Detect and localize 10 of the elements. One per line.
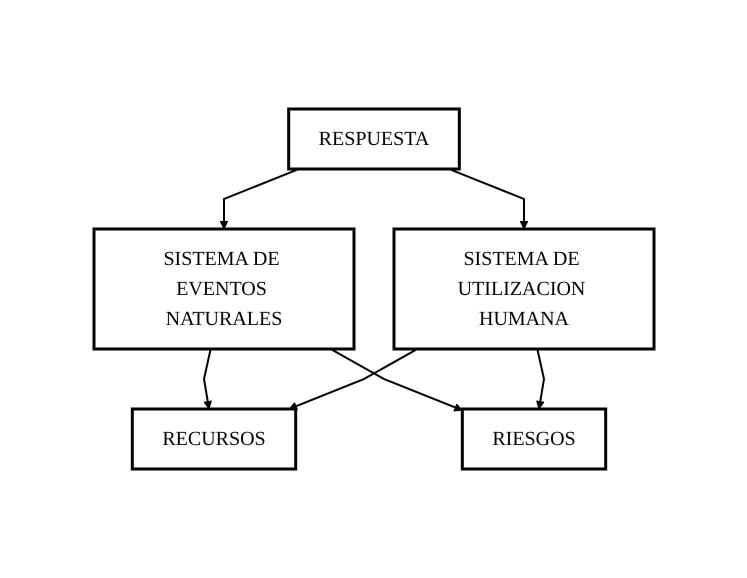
arrow xyxy=(330,348,462,412)
node-box: RECURSOS xyxy=(130,408,297,470)
arrow xyxy=(288,348,418,410)
node-box: SISTEMA DE EVENTOS NATURALES xyxy=(92,228,355,350)
arrow xyxy=(535,348,545,410)
arrow xyxy=(202,348,212,410)
node-box: RESPUESTA xyxy=(286,108,460,170)
node-box: SISTEMA DE UTILIZACION HUMANA xyxy=(392,228,655,350)
node-box: RIESGOS xyxy=(460,408,607,470)
arrow xyxy=(219,168,299,230)
